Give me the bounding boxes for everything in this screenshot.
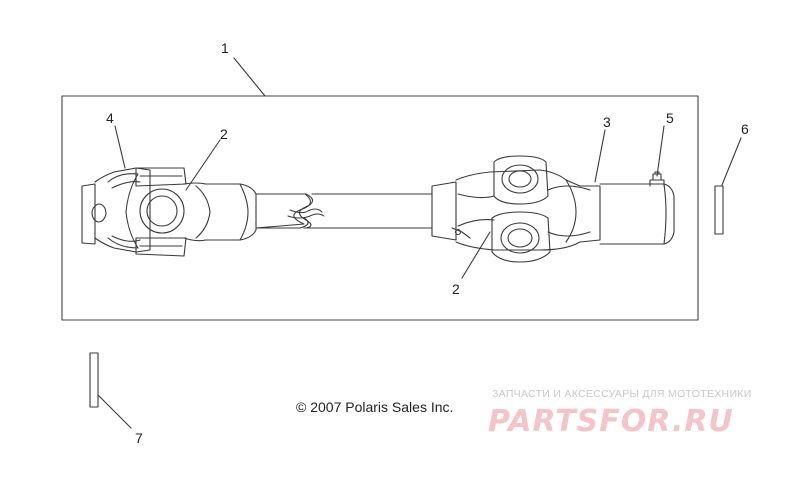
assembly-frame — [61, 95, 699, 321]
leader-5 — [656, 125, 665, 177]
callout-6: 6 — [741, 121, 749, 137]
leader-7 — [97, 394, 132, 429]
leader-4 — [114, 125, 126, 169]
right-u-joint — [431, 155, 675, 263]
watermark-tagline: ЗАПЧАСТИ И АКСЕССУАРЫ ДЛЯ МОТОТЕХНИКИ — [492, 388, 752, 400]
leader-2-left — [185, 139, 221, 191]
leader-1 — [233, 57, 266, 97]
copyright-text: © 2007 Polaris Sales Inc. — [296, 399, 454, 415]
callout-5: 5 — [666, 110, 674, 126]
part-7-shim — [89, 352, 99, 408]
watermark-logo: PARTSFOR.RU — [488, 404, 734, 439]
leader-6 — [721, 137, 742, 186]
shaft-tube — [255, 193, 433, 229]
callout-7: 7 — [135, 430, 143, 446]
callout-2-right: 2 — [452, 281, 460, 297]
leader-3 — [594, 129, 606, 183]
left-u-joint — [81, 167, 257, 257]
part-6-shim — [714, 185, 724, 235]
callout-4: 4 — [106, 110, 114, 126]
callout-3: 3 — [603, 114, 611, 130]
callout-2-left: 2 — [220, 126, 228, 142]
callout-1: 1 — [221, 40, 229, 56]
leader-2-right — [461, 231, 491, 279]
